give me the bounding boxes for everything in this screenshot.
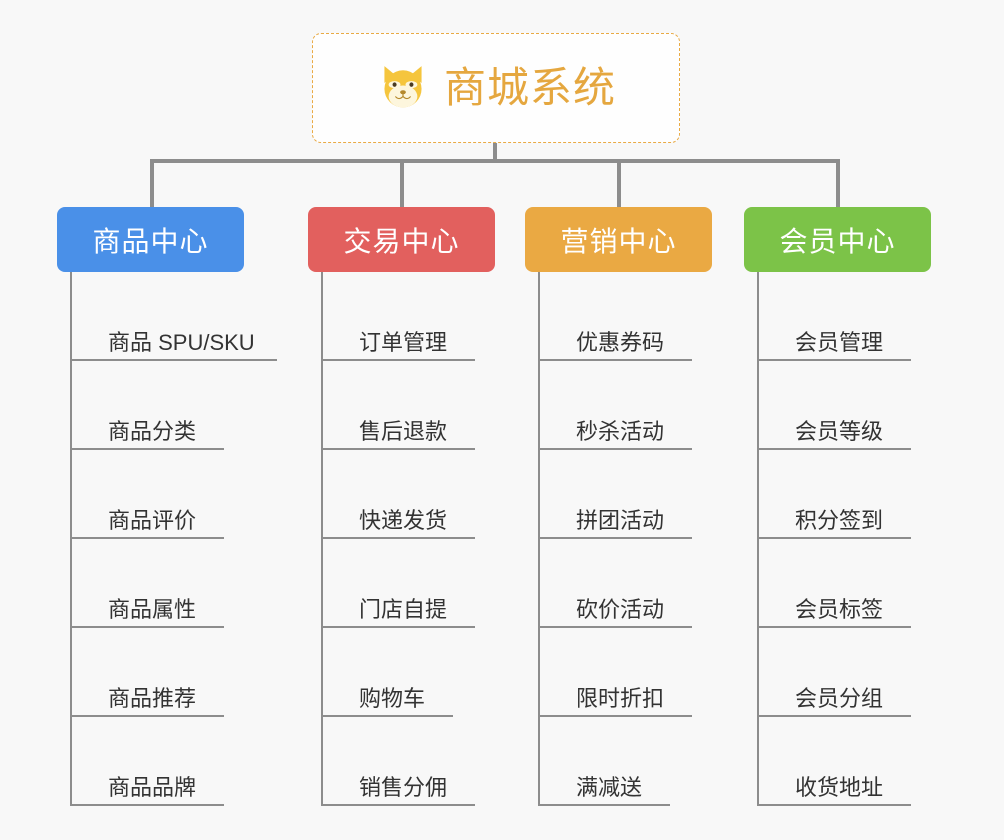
leaf-label: 收货地址 <box>795 774 884 800</box>
leaf-item[interactable]: 售后退款 <box>323 361 495 450</box>
leaf-underline <box>540 537 692 539</box>
branch-header-0[interactable]: 商品中心 <box>57 207 244 272</box>
dog-face-emoji-icon <box>384 66 422 108</box>
leaf-item[interactable]: 收货地址 <box>759 717 931 806</box>
branch-trade-center: 交易中心 订单管理 售后退款 快递发货 门店自提 购物车 <box>308 207 495 806</box>
leaf-label: 会员管理 <box>795 329 884 355</box>
connector-root-stem <box>493 143 497 163</box>
leaf-underline <box>72 448 224 450</box>
branch-label-0: 商品中心 <box>92 225 209 257</box>
connector-drop-2 <box>617 159 621 209</box>
leaf-item[interactable]: 会员管理 <box>759 272 931 361</box>
leaf-underline <box>540 626 692 628</box>
branch-label-1: 交易中心 <box>343 225 460 257</box>
leaf-label: 购物车 <box>359 685 426 711</box>
connector-bus <box>150 159 840 163</box>
leaf-underline <box>72 715 224 717</box>
leaf-item[interactable]: 商品分类 <box>72 361 255 450</box>
leaf-label: 拼团活动 <box>576 507 665 533</box>
leaf-underline <box>323 626 475 628</box>
leaf-label: 商品属性 <box>108 596 197 622</box>
leaf-underline <box>540 715 692 717</box>
branch-header-1[interactable]: 交易中心 <box>308 207 495 272</box>
leaf-item[interactable]: 门店自提 <box>323 539 495 628</box>
leaf-item[interactable]: 会员分组 <box>759 628 931 717</box>
leaf-label: 销售分佣 <box>359 774 448 800</box>
leaf-item[interactable]: 砍价活动 <box>540 539 712 628</box>
leaf-label: 满减送 <box>576 774 643 800</box>
leaf-label: 商品评价 <box>108 507 197 533</box>
leaf-underline <box>72 626 224 628</box>
leaf-item[interactable]: 会员标签 <box>759 539 931 628</box>
leaf-underline <box>72 359 277 361</box>
root-title: 商城系统 <box>443 64 616 111</box>
leaf-item[interactable]: 商品属性 <box>72 539 255 628</box>
branch-member-center: 会员中心 会员管理 会员等级 积分签到 会员标签 会员分组 <box>744 207 931 806</box>
leaf-underline <box>759 359 911 361</box>
leaf-label: 砍价活动 <box>576 596 665 622</box>
leaf-item[interactable]: 拼团活动 <box>540 450 712 539</box>
leaf-underline <box>540 804 670 806</box>
leaf-label: 积分签到 <box>795 507 884 533</box>
leaf-label: 会员标签 <box>795 596 884 622</box>
leaf-label: 门店自提 <box>359 596 448 622</box>
branch-marketing-center: 营销中心 优惠券码 秒杀活动 拼团活动 砍价活动 限时折扣 <box>525 207 712 806</box>
leaf-list-1: 订单管理 售后退款 快递发货 门店自提 购物车 销售分佣 <box>321 272 495 806</box>
leaf-label: 商品推荐 <box>108 685 197 711</box>
branch-header-3[interactable]: 会员中心 <box>744 207 931 272</box>
leaf-item[interactable]: 优惠券码 <box>540 272 712 361</box>
leaf-list-0: 商品 SPU/SKU 商品分类 商品评价 商品属性 商品推荐 商品品牌 <box>70 272 277 806</box>
leaf-label: 售后退款 <box>359 418 448 444</box>
leaf-label: 限时折扣 <box>576 685 665 711</box>
leaf-label: 会员等级 <box>795 418 884 444</box>
leaf-list-2: 优惠券码 秒杀活动 拼团活动 砍价活动 限时折扣 满减送 <box>538 272 712 806</box>
leaf-list-3: 会员管理 会员等级 积分签到 会员标签 会员分组 收货地址 <box>757 272 931 806</box>
branch-product-center: 商品中心 商品 SPU/SKU 商品分类 商品评价 商品属性 商品推荐 <box>57 207 277 806</box>
leaf-underline <box>540 448 692 450</box>
branch-header-2[interactable]: 营销中心 <box>525 207 712 272</box>
leaf-underline <box>759 626 911 628</box>
leaf-label: 商品 SPU/SKU <box>108 329 255 355</box>
root-node[interactable]: 商城系统 <box>312 33 680 143</box>
leaf-label: 商品品牌 <box>108 774 197 800</box>
connector-drop-3 <box>836 159 840 209</box>
leaf-underline <box>759 804 911 806</box>
leaf-underline <box>540 359 692 361</box>
leaf-label: 商品分类 <box>108 418 197 444</box>
leaf-item[interactable]: 满减送 <box>540 717 712 806</box>
leaf-underline <box>323 804 475 806</box>
leaf-underline <box>759 715 911 717</box>
branch-label-3: 会员中心 <box>779 225 896 257</box>
connector-drop-0 <box>150 159 154 209</box>
leaf-item[interactable]: 商品品牌 <box>72 717 255 806</box>
leaf-underline <box>323 537 475 539</box>
leaf-label: 会员分组 <box>795 685 884 711</box>
leaf-item[interactable]: 商品评价 <box>72 450 255 539</box>
leaf-underline <box>759 537 911 539</box>
leaf-underline <box>759 448 911 450</box>
leaf-underline <box>323 715 453 717</box>
leaf-item[interactable]: 商品 SPU/SKU <box>72 272 277 361</box>
leaf-item[interactable]: 商品推荐 <box>72 628 255 717</box>
leaf-label: 订单管理 <box>359 329 448 355</box>
leaf-label: 优惠券码 <box>576 329 665 355</box>
leaf-item[interactable]: 限时折扣 <box>540 628 712 717</box>
leaf-item[interactable]: 积分签到 <box>759 450 931 539</box>
connector-drop-1 <box>400 159 404 209</box>
leaf-label: 快递发货 <box>359 507 448 533</box>
leaf-label: 秒杀活动 <box>576 418 665 444</box>
leaf-underline <box>323 359 475 361</box>
leaf-underline <box>72 537 224 539</box>
branch-label-2: 营销中心 <box>560 225 677 257</box>
leaf-item[interactable]: 会员等级 <box>759 361 931 450</box>
leaf-item[interactable]: 快递发货 <box>323 450 495 539</box>
leaf-item[interactable]: 秒杀活动 <box>540 361 712 450</box>
leaf-item[interactable]: 购物车 <box>323 628 495 717</box>
leaf-item[interactable]: 销售分佣 <box>323 717 495 806</box>
leaf-underline <box>323 448 475 450</box>
leaf-item[interactable]: 订单管理 <box>323 272 495 361</box>
leaf-underline <box>72 804 224 806</box>
